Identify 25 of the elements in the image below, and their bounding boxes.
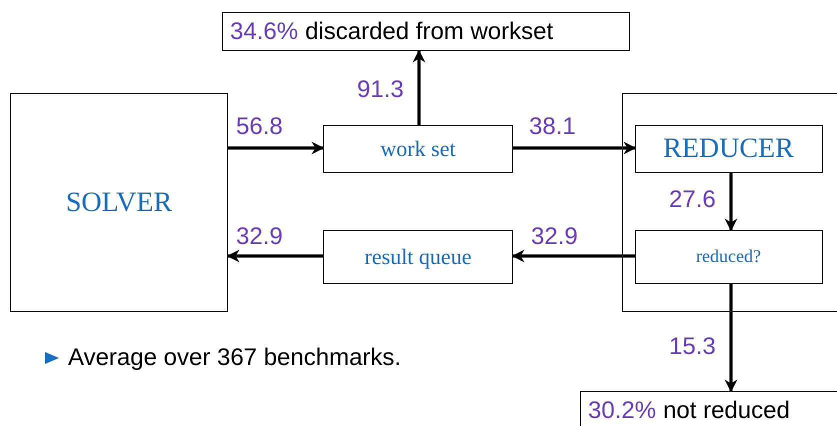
arrow (226, 250, 323, 262)
result-text: not reduced (663, 397, 790, 425)
box-label: SOLVER (66, 186, 172, 218)
group-frame (622, 93, 837, 312)
box-label: REDUCER (663, 132, 794, 164)
arrow (228, 142, 324, 154)
box-label: work set (380, 136, 456, 162)
result-box (580, 391, 837, 426)
note-text: Average over 367 benchmarks. (68, 344, 402, 372)
arrow (724, 284, 738, 392)
percentage-value: 34.6% (230, 18, 298, 46)
process-box (634, 124, 822, 172)
result-box (222, 12, 630, 51)
process-box (323, 230, 513, 284)
process-box (323, 125, 513, 173)
box-label: result queue (364, 244, 472, 270)
arrow (724, 173, 738, 232)
arrow (412, 50, 426, 125)
box-label: reduced? (696, 246, 761, 267)
process-box (10, 93, 228, 312)
percentage-value: 30.2% (588, 397, 656, 425)
result-text: discarded from workset (305, 18, 554, 46)
process-box (634, 230, 822, 284)
arrow (512, 250, 635, 262)
arrow (513, 142, 636, 154)
